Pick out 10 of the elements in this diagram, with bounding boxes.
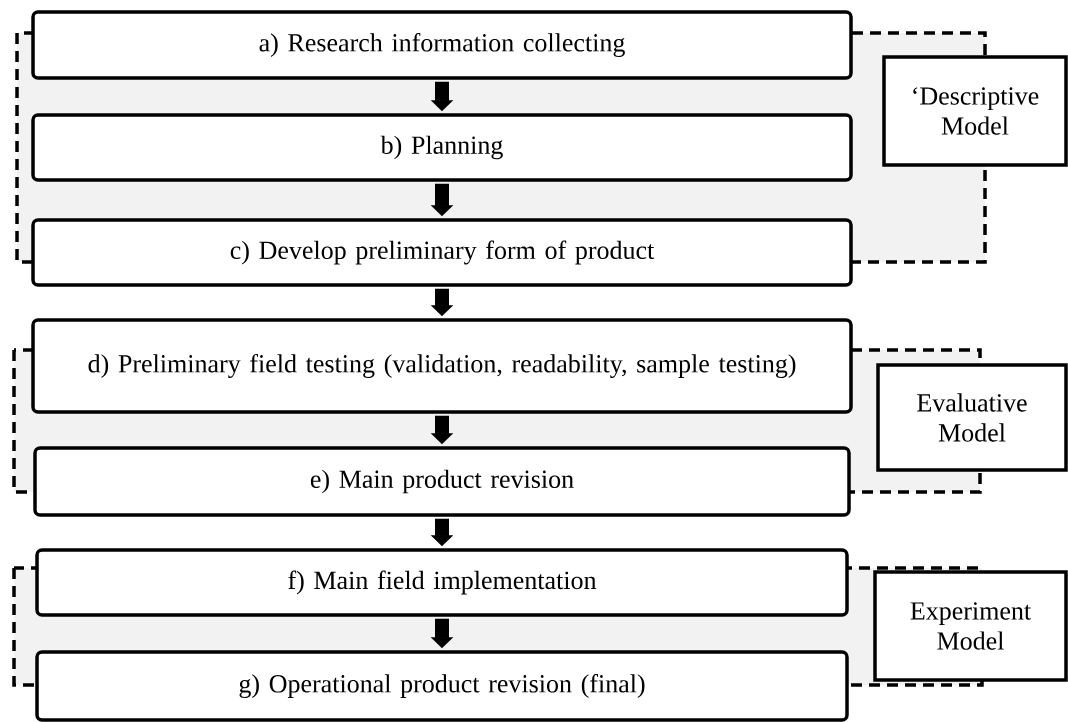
process-box: d) Preliminary field testing (validation, readability, sample testing) — [31, 318, 853, 414]
label-box: ‘Descriptive Model — [882, 55, 1068, 167]
process-box: e) Main product revision — [33, 446, 851, 517]
process-box: a) Research information collecting — [31, 10, 853, 80]
process-box: f) Main field implementation — [35, 548, 849, 617]
process-box: b) Planning — [31, 113, 853, 182]
process-box: c) Develop preliminary form of product — [31, 218, 853, 287]
label-box: Experiment Model — [873, 570, 1068, 682]
process-box: g) Operational product revision (final) — [35, 650, 849, 722]
label-box: Evaluative Model — [876, 363, 1068, 472]
